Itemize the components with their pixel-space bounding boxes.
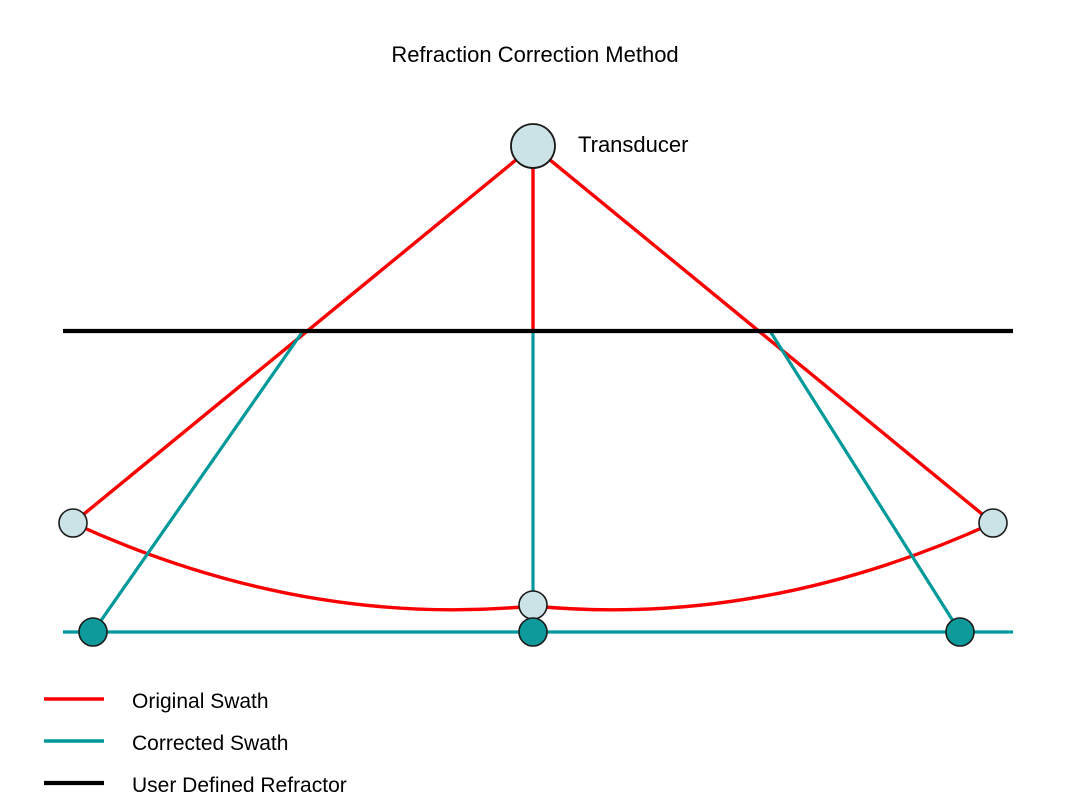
original-node-left	[58, 508, 88, 538]
original-outer-ray-right	[531, 144, 995, 525]
original-outer-ray-left	[71, 144, 535, 525]
legend-label-user-defined-refractor: User Defined Refractor	[132, 774, 347, 797]
corrected-node-nadir	[518, 617, 548, 647]
corrected-node-left	[78, 617, 108, 647]
legend-label-corrected-swath: Corrected Swath	[132, 732, 288, 755]
original-node-right	[978, 508, 1008, 538]
legend: Original Swath Corrected Swath User Defi…	[44, 690, 347, 797]
original-node-nadir	[518, 590, 548, 620]
corrected-swath-group	[63, 329, 1013, 634]
transducer-node	[510, 123, 556, 169]
page-title: Refraction Correction Method	[391, 42, 678, 67]
corrected-node-right	[945, 617, 975, 647]
legend-item-corrected-swath[interactable]: Corrected Swath	[44, 732, 288, 755]
corrected-ray-right	[768, 329, 962, 634]
corrected-ray-left	[91, 329, 305, 634]
node-group	[58, 123, 1008, 647]
transducer-label: Transducer	[578, 132, 688, 157]
legend-label-original-swath: Original Swath	[132, 690, 269, 713]
legend-item-original-swath[interactable]: Original Swath	[44, 690, 269, 713]
legend-item-user-defined-refractor[interactable]: User Defined Refractor	[44, 774, 347, 797]
